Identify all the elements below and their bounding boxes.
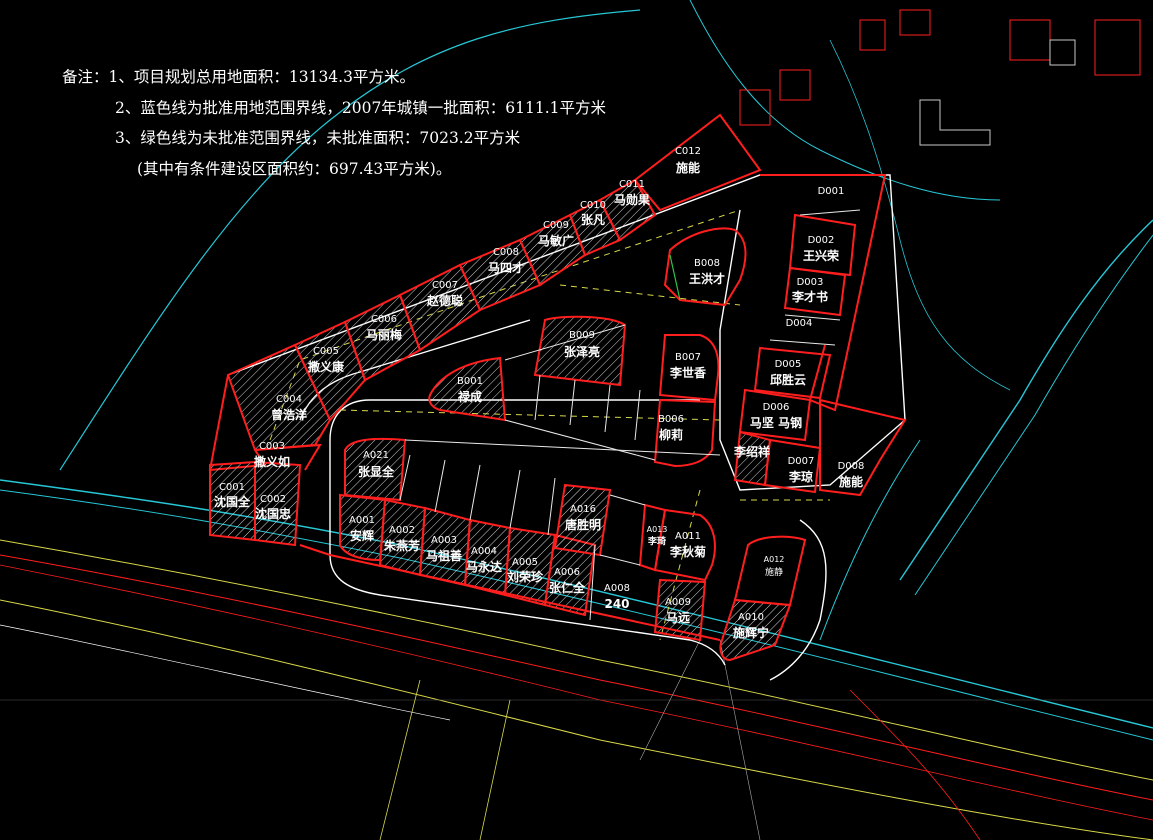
note-line-4: (其中有条件建设区面积约：697.43平方米)。 <box>137 159 452 178</box>
d-lot-lines <box>769 209 861 346</box>
label-A012-name: 施静 <box>765 566 783 578</box>
label-A001-name: 安辉 <box>350 528 374 543</box>
label-D006-code: D006 <box>763 402 790 413</box>
label-D008-code: D008 <box>838 461 865 472</box>
label-A002-name: 朱燕芳 <box>384 538 420 553</box>
label-D007-code: D007 <box>788 456 815 467</box>
label-D002-code: D002 <box>808 235 835 246</box>
label-B006-code: B006 <box>658 414 684 425</box>
label-D006-name: 马坚 马钢 <box>750 415 802 430</box>
note-line-3: 3、绿色线为未批准范围界线，未批准面积：7023.2平方米 <box>115 129 521 147</box>
label-C008-name: 马四才 <box>488 260 524 275</box>
label-A009-code: A009 <box>665 597 691 608</box>
label-B001-name: 禄成 <box>458 389 482 404</box>
label-A010-code: A010 <box>738 612 764 623</box>
label-A016-code: A016 <box>570 504 596 515</box>
label-A012-code: A012 <box>764 555 785 564</box>
label-C004-code: C004 <box>276 394 302 405</box>
label-C008-code: C008 <box>493 247 519 258</box>
label-D002-name: 王兴荣 <box>803 248 840 263</box>
label-C007-name: 赵德聪 <box>426 293 463 308</box>
label-D001-code: D001 <box>818 186 845 197</box>
label-C011-code: C011 <box>619 179 645 190</box>
label-D003-code: D003 <box>797 277 824 288</box>
label-A003-code: A003 <box>431 535 457 546</box>
label-D008-name: 施能 <box>839 474 863 489</box>
label-C012-name: 施能 <box>676 160 700 175</box>
label-C007-code: C007 <box>432 280 458 291</box>
label-A003-name: 马祖善 <box>426 548 462 563</box>
label-C001-name: 沈国全 <box>214 494 251 509</box>
label-A004-name: 马永达 <box>466 559 502 574</box>
label-C012-code: C012 <box>675 146 701 157</box>
note-line-2: 2、蓝色线为批准用地范围界线，2007年城镇一批面积：6111.1平方米 <box>115 98 607 117</box>
parcel-labels: C012 施能 C011 马勋果 C010 张凡 C009 马敏广 C008 马… <box>214 146 864 640</box>
label-C009-name: 马敏广 <box>538 233 574 248</box>
label-B001-code: B001 <box>457 376 483 387</box>
label-B006-name: 柳莉 <box>659 427 683 442</box>
label-A011-code: A011 <box>675 531 701 542</box>
label-A011-name: 李秋菊 <box>669 544 706 559</box>
label-B009-code: B009 <box>569 330 595 341</box>
label-A005-code: A005 <box>512 557 538 568</box>
label-A021-code: A021 <box>363 450 389 461</box>
label-B009-name: 张泽亮 <box>564 344 600 359</box>
label-A001-code: A001 <box>349 515 375 526</box>
notes-block: 备注：1、项目规划总用地面积：13134.3平方米。 2、蓝色线为批准用地范围界… <box>62 62 606 184</box>
label-B007-code: B007 <box>675 352 701 363</box>
label-A013-name: 李琦 <box>647 535 666 547</box>
label-B008-top-code: B008 <box>694 258 720 269</box>
label-A016-name: 唐胜明 <box>565 517 601 532</box>
label-C002-code: C002 <box>260 494 286 505</box>
label-D005-name: 邱胜云 <box>770 372 806 387</box>
label-D004-code: D004 <box>786 318 813 329</box>
label-A009-name: 马远 <box>666 611 690 625</box>
label-A021-name: 张显全 <box>358 464 395 479</box>
label-A008-name: 240 <box>604 597 629 611</box>
label-A013-code: A013 <box>647 525 668 534</box>
label-C006-code: C006 <box>371 314 397 325</box>
c-parcels <box>208 113 762 547</box>
d-parcels <box>733 174 907 497</box>
label-A006-code: A006 <box>554 567 580 578</box>
label-D007-name: 李琼 <box>788 469 813 484</box>
b-lot-lines <box>504 324 656 461</box>
label-C003-code: C003 <box>259 441 285 452</box>
top-buildings <box>739 9 1141 126</box>
label-B007-name: 李世香 <box>669 365 706 380</box>
label-C010-name: 张凡 <box>581 212 605 227</box>
label-D003-name: 李才书 <box>791 289 828 304</box>
label-A006-name: 张仁全 <box>549 580 586 595</box>
label-A002-code: A002 <box>389 525 415 536</box>
label-C011-name: 马勋果 <box>614 192 650 207</box>
label-C005-code: C005 <box>313 346 339 357</box>
b-parcels <box>428 227 747 468</box>
label-C006-name: 马丽梅 <box>366 327 402 342</box>
label-C001-code: C001 <box>219 482 245 493</box>
label-D-lee-name: 李绍祥 <box>733 444 770 459</box>
label-B008-top-name: 王洪才 <box>689 271 725 286</box>
label-A010-name: 施辉宁 <box>733 625 769 640</box>
note-line-1: 备注：1、项目规划总用地面积：13134.3平方米。 <box>62 68 415 86</box>
label-A004-code: A004 <box>471 546 497 557</box>
label-C002-name: 沈国忠 <box>255 506 291 521</box>
a-lot-lines <box>399 439 721 621</box>
label-C010-code: C010 <box>580 200 606 211</box>
label-C003-name: 撒义如 <box>254 454 290 469</box>
label-D005-code: D005 <box>775 359 802 370</box>
label-A005-name: 刘荣珍 <box>507 569 544 584</box>
label-C009-code: C009 <box>543 220 569 231</box>
label-A008-code: A008 <box>604 583 630 594</box>
label-C005-name: 撒义康 <box>308 359 345 374</box>
label-C004-name: 曾浩洋 <box>271 407 307 422</box>
a-parcels <box>299 437 807 662</box>
grey-building <box>919 39 1076 146</box>
